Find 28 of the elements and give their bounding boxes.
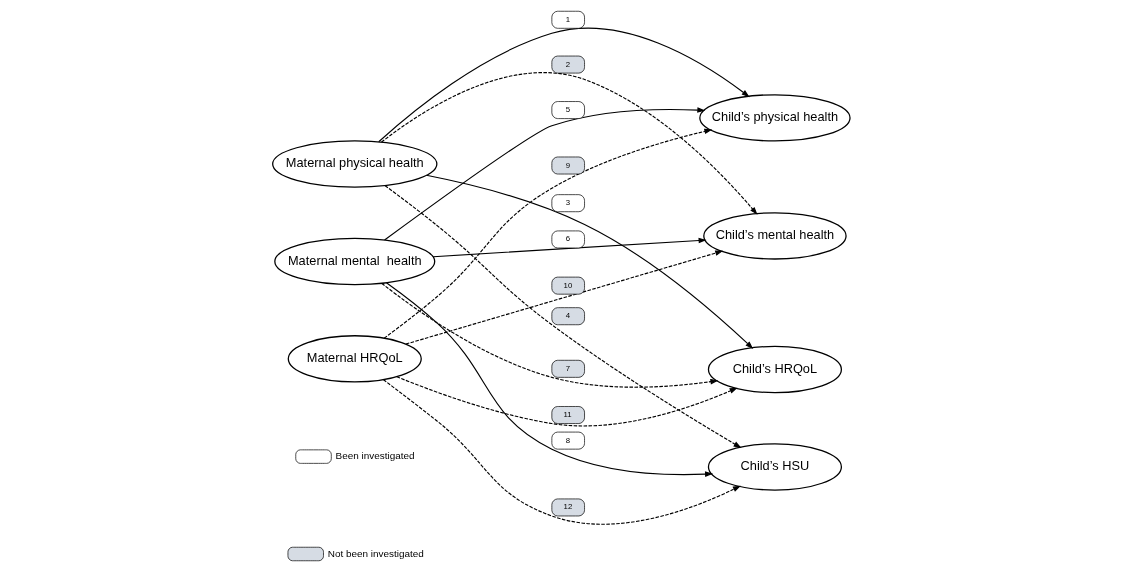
arrow — [405, 250, 724, 345]
edge-label: 10 — [563, 280, 573, 290]
arrow — [432, 237, 707, 258]
edge-label: 2 — [565, 59, 571, 69]
arrow — [425, 174, 754, 349]
node-ellipse: Maternal mental health — [274, 237, 436, 286]
edge-label: 11 — [563, 410, 572, 420]
edge-label: 9 — [565, 160, 571, 170]
arrow — [396, 376, 738, 427]
edge-label: 8 — [565, 435, 571, 445]
legend-label: Not been investigated — [327, 547, 424, 559]
arrow — [385, 282, 714, 477]
node-ellipse: Child’s mental health — [703, 212, 847, 260]
arrow — [383, 128, 713, 339]
edge-label: 4 — [565, 311, 571, 321]
arrow — [378, 27, 750, 143]
edge-label: 7 — [565, 363, 571, 373]
arrow — [384, 107, 706, 241]
edge-label: 12 — [563, 502, 573, 512]
edge-label: 5 — [565, 105, 571, 115]
edge-label: 3 — [565, 198, 571, 208]
legend-label: Been investigated — [335, 450, 415, 462]
edge-label: 1 — [565, 14, 571, 24]
node-ellipse: Maternal HRQoL — [287, 335, 422, 383]
arrow — [381, 282, 719, 388]
edge-label: 6 — [565, 234, 571, 244]
node-ellipse: Maternal physical health — [272, 140, 438, 188]
arrow — [382, 379, 741, 525]
